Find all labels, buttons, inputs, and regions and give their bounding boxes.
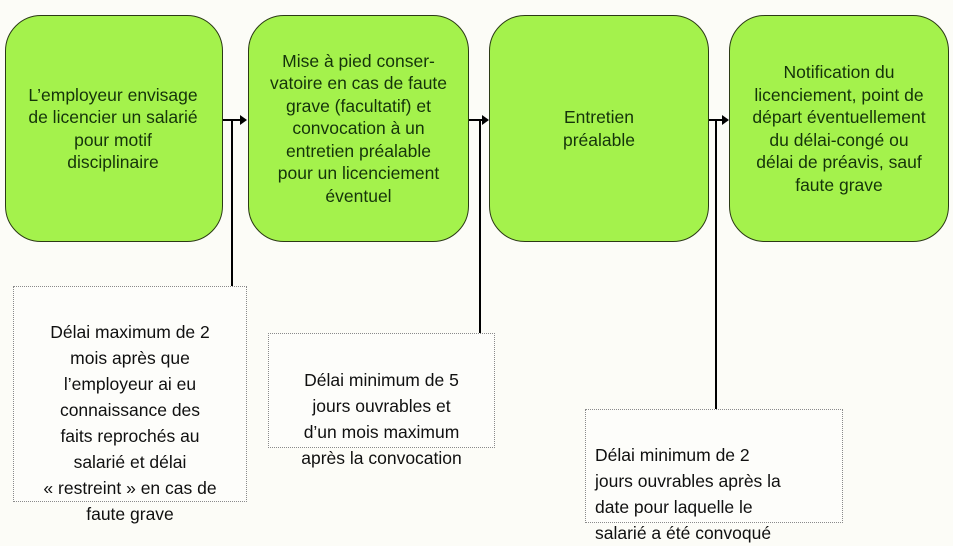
step-entretien-prealable: Entretien préalable: [489, 15, 709, 242]
note-label: Délai minimum de 2 jours ouvrables après…: [595, 445, 781, 543]
connector-line: [231, 120, 233, 286]
step-label: Notification du licenciement, point de d…: [752, 62, 926, 195]
note-label: Délai maximum de 2 mois après que l’empl…: [43, 322, 217, 524]
arrow-right-icon: [469, 115, 489, 125]
connector-line: [479, 120, 481, 333]
note-delai-minimum-2-jours: Délai minimum de 2 jours ouvrables après…: [585, 409, 843, 543]
note-delai-minimum-5-jours: Délai minimum de 5 jours ouvrables et d’…: [268, 333, 495, 468]
step-mise-a-pied-convocation: Mise à pied conser- vatoire en cas de fa…: [248, 15, 469, 242]
note-label: Délai minimum de 5 jours ouvrables et d’…: [301, 370, 462, 468]
step-label: Entretien préalable: [563, 107, 635, 150]
connector-line: [715, 120, 717, 409]
step-label: Mise à pied conser- vatoire en cas de fa…: [269, 50, 448, 206]
step-label: L’employeur envisage de licencier un sal…: [28, 84, 198, 173]
step-notification-licenciement: Notification du licenciement, point de d…: [729, 15, 949, 242]
step-envisage-licenciement: L’employeur envisage de licencier un sal…: [5, 15, 223, 242]
note-delai-maximum-2-mois: Délai maximum de 2 mois après que l’empl…: [13, 286, 247, 524]
